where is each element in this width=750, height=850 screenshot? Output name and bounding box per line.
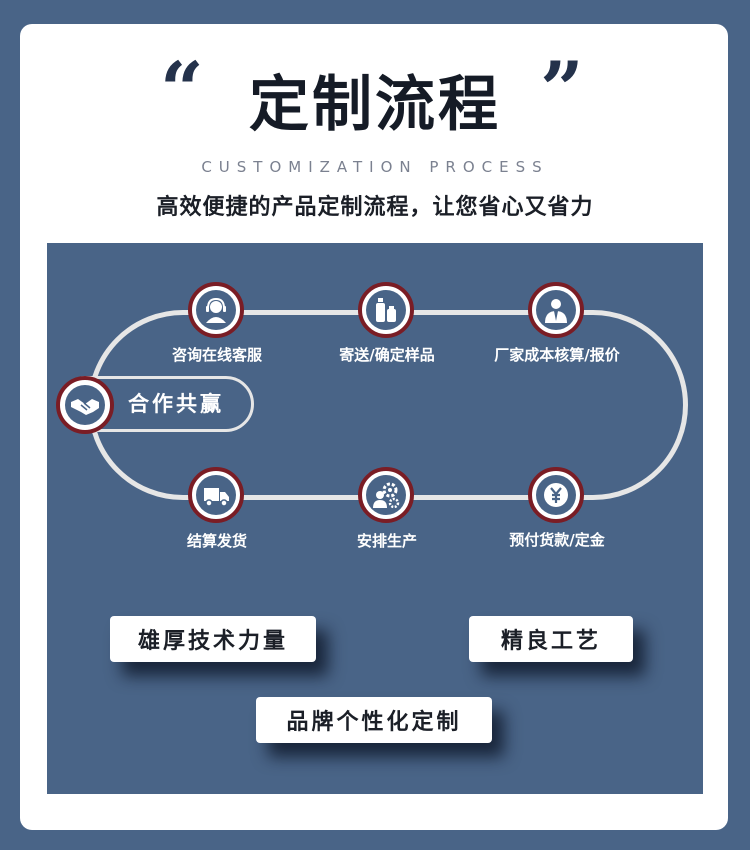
step-sample-label: 寄送/确定样品 — [339, 346, 435, 364]
step-production-label: 安排生产 — [356, 532, 417, 550]
feature-craftsmanship: 精良工艺 — [469, 616, 633, 662]
step-consult-label: 咨询在线客服 — [171, 346, 262, 364]
subtitle-english: CUSTOMIZATION PROCESS — [201, 158, 549, 176]
worker-gear-icon — [373, 482, 400, 509]
step-quote-node — [528, 282, 584, 338]
product-bottles-icon — [376, 298, 396, 322]
customer-service-icon — [206, 297, 226, 323]
hub-label: 合作共赢 — [128, 392, 224, 416]
handshake-icon — [71, 399, 99, 415]
step-delivery-node — [188, 467, 244, 523]
step-consult-node — [188, 282, 244, 338]
step-payment-label: 预付货款/定金 — [509, 531, 605, 549]
businessman-icon — [545, 299, 567, 323]
page-title: 定制流程 — [249, 70, 501, 140]
feature-tech-strength: 雄厚技术力量 — [110, 616, 316, 662]
delivery-truck-icon — [204, 488, 229, 507]
yuan-coin-icon — [544, 483, 568, 507]
step-sample-node — [358, 282, 414, 338]
step-payment-node — [528, 467, 584, 523]
feature-brand-customization: 品牌个性化定制 — [256, 697, 492, 743]
step-delivery-label: 结算发货 — [186, 532, 247, 550]
quote-close: ” — [540, 45, 584, 134]
step-quote-label: 厂家成本核算/报价 — [494, 346, 620, 364]
subtitle-chinese: 高效便捷的产品定制流程，让您省心又省力 — [156, 195, 594, 220]
hub-node — [56, 376, 114, 434]
step-production-node — [358, 467, 414, 523]
quote-open: “ — [160, 45, 204, 134]
